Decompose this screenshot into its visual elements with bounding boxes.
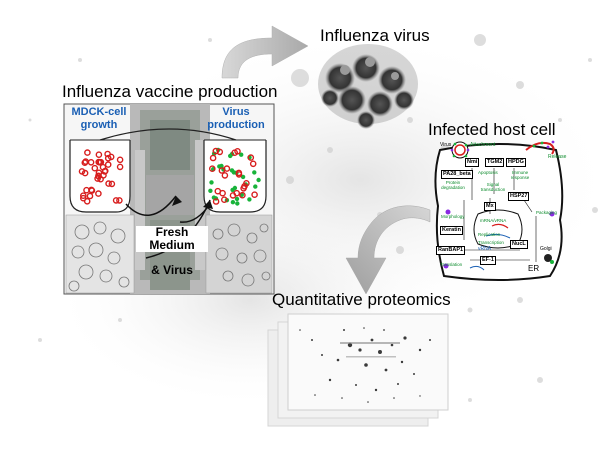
mdck-cell-dot <box>116 156 124 164</box>
virus-particle-dot <box>232 185 238 191</box>
infected-cell-dot <box>220 196 228 203</box>
infected-cell-dot <box>241 182 248 190</box>
infected-cell-dot <box>208 165 216 172</box>
virus-particle-dot <box>230 200 236 205</box>
mdck-cells <box>78 149 124 205</box>
mdck-cell-dot <box>102 167 109 175</box>
label-infected-host-cell: Infected host cell <box>428 120 556 139</box>
box-pa28-beta: PA28_beta <box>441 170 473 179</box>
mdck-cell-dot <box>80 194 87 202</box>
virus-particle-dot <box>229 168 235 173</box>
infected-cell-dot <box>233 189 240 197</box>
mdck-cell-dot <box>91 164 99 172</box>
mdck-cell-dot <box>108 180 116 188</box>
virus-particle-dot <box>234 196 240 202</box>
box-nucl: NucL <box>510 240 528 249</box>
infected-cell-dot <box>235 171 243 178</box>
box-hsp27: HSP27 <box>508 192 530 201</box>
infected-cell-dot <box>239 191 246 199</box>
infected-cell-dot <box>212 198 220 205</box>
mdck-cell-dot <box>116 163 124 171</box>
mdck-cell-dot <box>80 192 87 199</box>
infected-cell-dot <box>219 189 226 197</box>
mdck-cell-dot <box>78 168 86 175</box>
virus-label: Virus <box>440 142 452 148</box>
mdck-cell-dot <box>116 197 123 204</box>
mdck-cell-dot <box>86 192 94 200</box>
virus-particle-dot <box>247 197 252 202</box>
infected-cell-dot <box>247 154 255 161</box>
label-vaccine-production: Influenza vaccine production <box>62 82 278 101</box>
mdck-cell-dot <box>84 149 91 156</box>
infected-cell-dot <box>209 154 217 162</box>
fresh-medium-label: Fresh Medium <box>136 226 208 252</box>
mdck-cell-dot <box>112 197 120 204</box>
protein-degradation-label: Protein degradation <box>441 180 465 190</box>
and-virus-label: & Virus <box>151 263 193 277</box>
box-nmi: Nmi <box>465 158 480 167</box>
infected-cell-dot <box>251 191 258 198</box>
attachment-label: Attachment <box>470 142 496 148</box>
mdck-cell-dot <box>95 169 103 177</box>
infected-cell-dot <box>249 160 257 168</box>
mdck-cell-dot <box>104 161 112 168</box>
mdck-cell-dot <box>95 172 102 180</box>
virus-particle-dot <box>208 188 213 193</box>
label-quantitative-proteomics: Quantitative proteomics <box>272 290 451 309</box>
mdck-cell-dot <box>107 153 115 161</box>
box-ef1: EF-1 <box>480 256 496 265</box>
virus-particle-dot <box>252 170 257 175</box>
box-ranbap1: RanBAP1 <box>436 246 466 255</box>
box-mx: Mx <box>484 202 496 211</box>
golgi-label: Golgi <box>540 246 552 252</box>
mdck-cell-dot <box>96 158 104 166</box>
packaging-label: Packaging <box>536 210 558 215</box>
apoptosis-label: Apoptosis <box>478 170 498 175</box>
box-hpdg: HPDG <box>506 158 526 167</box>
mdck-cell-dot <box>105 180 112 187</box>
box-keratin: Keratin <box>440 226 463 235</box>
infected-cells <box>208 147 258 205</box>
virus-particle-dot <box>239 152 244 157</box>
virus-production-label: Virus production <box>207 106 265 131</box>
virus-particle-dot <box>209 180 214 185</box>
infected-cell-dot <box>221 172 229 179</box>
infected-cell-dot <box>212 147 220 155</box>
virus-particle-dot <box>253 184 258 189</box>
virus-particle-dot <box>235 201 240 206</box>
virus-particle-dot <box>217 164 222 169</box>
morphology-label: Morphology <box>441 214 465 219</box>
mdck-cell-dot <box>94 175 101 182</box>
immune-response-label: Immune response <box>510 170 530 180</box>
er-label: ER <box>528 264 540 273</box>
label-influenza-virus: Influenza virus <box>320 26 430 45</box>
transcription-label: Transcription <box>478 240 504 245</box>
arrow-hostcell-to-proteomics <box>345 205 431 295</box>
mdck-cell-dot <box>87 158 95 166</box>
mdck-growth-label: MDCK-cell growth <box>71 106 127 131</box>
signal-transduction-label: Signal transduction <box>480 182 506 192</box>
release-label: Release <box>548 154 567 160</box>
vrna-label: vRNA <box>478 246 492 252</box>
mdck-cell-dot <box>88 186 95 194</box>
infected-cell-dot <box>231 149 238 156</box>
replication-label: Replication <box>478 232 501 237</box>
virus-particle-dot <box>240 174 246 180</box>
mdck-cell-dot <box>83 197 91 205</box>
infected-cell-dot <box>218 167 226 174</box>
box-tgm2: TGM2 <box>485 158 505 167</box>
arrow-vaccine-to-virus <box>221 25 309 79</box>
mdck-cell-dot <box>95 151 103 158</box>
virus-particle-dot <box>256 177 261 183</box>
proteomics-gel-stack <box>267 313 449 427</box>
translation-label: Translation <box>440 262 463 267</box>
mrna-vrna-label: mRNA/vRNA <box>480 218 507 223</box>
infected-cell-dot <box>216 148 224 156</box>
mdck-cell-dot <box>95 190 102 197</box>
influenza-virus-image <box>318 44 418 129</box>
